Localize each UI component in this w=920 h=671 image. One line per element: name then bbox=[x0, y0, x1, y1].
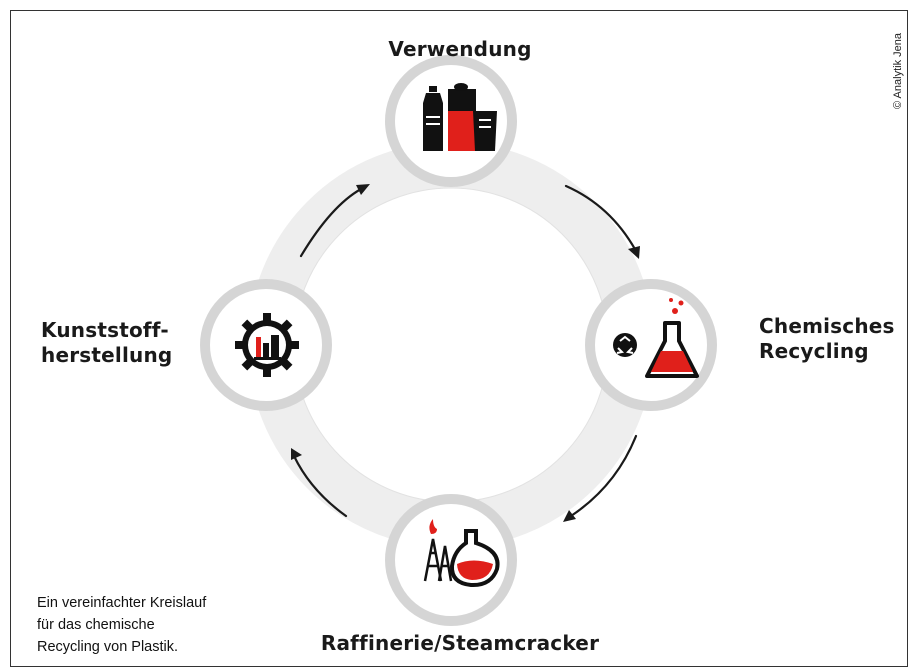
caption: Ein vereinfachter Kreislauf für das chem… bbox=[37, 592, 277, 658]
flask-icon bbox=[645, 298, 699, 378]
caption-line3: Recycling von Plastik. bbox=[37, 639, 179, 655]
node-circle-right bbox=[585, 279, 717, 411]
label-kunststoffherstellung: Kunststoff- herstellung bbox=[41, 318, 172, 368]
node-circle-bottom bbox=[385, 494, 517, 626]
arrow-left-top bbox=[299, 184, 370, 258]
caption-line2: für das chemische bbox=[37, 617, 155, 633]
recycle-icon bbox=[613, 333, 637, 357]
label-verwendung: Verwendung bbox=[388, 37, 532, 61]
copyright-notice: © Analytik Jena bbox=[889, 11, 907, 131]
label-chemisches-recycling-line2: Recycling bbox=[759, 339, 869, 363]
label-kunststoffherstellung-line1: Kunststoff- bbox=[41, 318, 169, 342]
arrow-bottom-left bbox=[291, 448, 348, 518]
cycle-diagram bbox=[200, 55, 717, 626]
copyright-text: © Analytik Jena bbox=[892, 33, 904, 109]
cycle-arrows bbox=[291, 184, 640, 522]
ring-inner-edge bbox=[293, 187, 609, 503]
caption-line1: Ein vereinfachter Kreislauf bbox=[37, 595, 207, 611]
flame-icon bbox=[429, 519, 437, 534]
plastic-packaging-icon bbox=[423, 83, 497, 151]
figure-frame: Verwendung Chemisches Recycling Kunststo… bbox=[10, 10, 908, 667]
node-verwendung bbox=[385, 55, 517, 187]
node-raffinerie bbox=[385, 494, 517, 626]
arrow-right-bottom bbox=[563, 434, 638, 522]
node-chemisches-recycling bbox=[585, 279, 717, 411]
label-chemisches-recycling-line1: Chemisches bbox=[759, 314, 895, 338]
round-flask-icon bbox=[449, 529, 500, 588]
oil-rig-icon bbox=[423, 538, 453, 582]
label-chemisches-recycling: Chemisches Recycling bbox=[759, 314, 895, 364]
node-kunststoffherstellung bbox=[200, 279, 332, 411]
label-raffinerie: Raffinerie/Steamcracker bbox=[320, 631, 600, 655]
factory-gear-icon bbox=[235, 313, 299, 377]
label-kunststoffherstellung-line2: herstellung bbox=[41, 343, 173, 367]
arrow-top-right bbox=[564, 184, 640, 259]
